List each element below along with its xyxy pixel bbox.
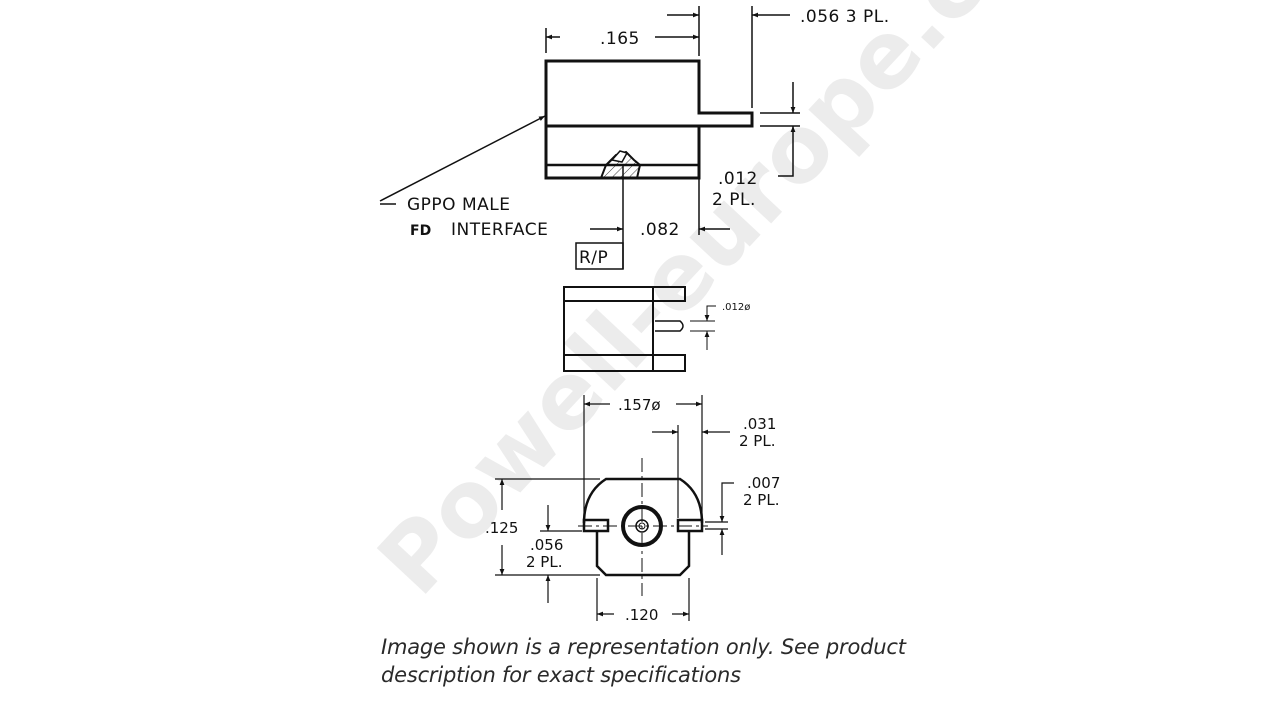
- svg-text:2 PL.: 2 PL.: [739, 432, 775, 450]
- svg-text:FD: FD: [410, 223, 431, 239]
- end-view: [495, 395, 734, 621]
- svg-text:.120: .120: [625, 606, 658, 624]
- svg-text:.012: .012: [718, 169, 758, 189]
- svg-text:.157ø: .157ø: [618, 396, 661, 414]
- pin-dia-label: .012ø: [722, 302, 750, 313]
- end-view-labels: .157ø .031 2 PL. .007 2 PL. .125 .056 2 …: [485, 396, 780, 624]
- svg-text:.082: .082: [640, 220, 680, 240]
- svg-text:2 PL.: 2 PL.: [743, 491, 779, 509]
- svg-text:R/P: R/P: [579, 248, 608, 268]
- top-view: [563, 286, 716, 372]
- caption-line-1: Image shown is a representation only. Se…: [381, 635, 906, 659]
- side-view: [379, 6, 800, 270]
- caption-line-2: description for exact specifications: [381, 663, 741, 687]
- svg-text:GPPO MALE: GPPO MALE: [407, 195, 510, 215]
- svg-text:.056 3 PL.: .056 3 PL.: [800, 7, 890, 27]
- section-bump: [599, 150, 642, 179]
- disclaimer-caption: Image shown is a representation only. Se…: [381, 633, 941, 689]
- svg-text:.031: .031: [743, 415, 776, 433]
- svg-text:.125: .125: [485, 519, 518, 537]
- svg-text:.007: .007: [747, 474, 780, 492]
- svg-text:.165: .165: [600, 29, 640, 49]
- svg-text:.056: .056: [530, 536, 563, 554]
- svg-text:2 PL.: 2 PL.: [712, 190, 756, 210]
- side-view-labels: .165 .056 3 PL. .012 2 PL. .082 GPPO MAL…: [407, 7, 890, 268]
- svg-text:2 PL.: 2 PL.: [526, 553, 562, 571]
- svg-text:INTERFACE: INTERFACE: [451, 220, 548, 240]
